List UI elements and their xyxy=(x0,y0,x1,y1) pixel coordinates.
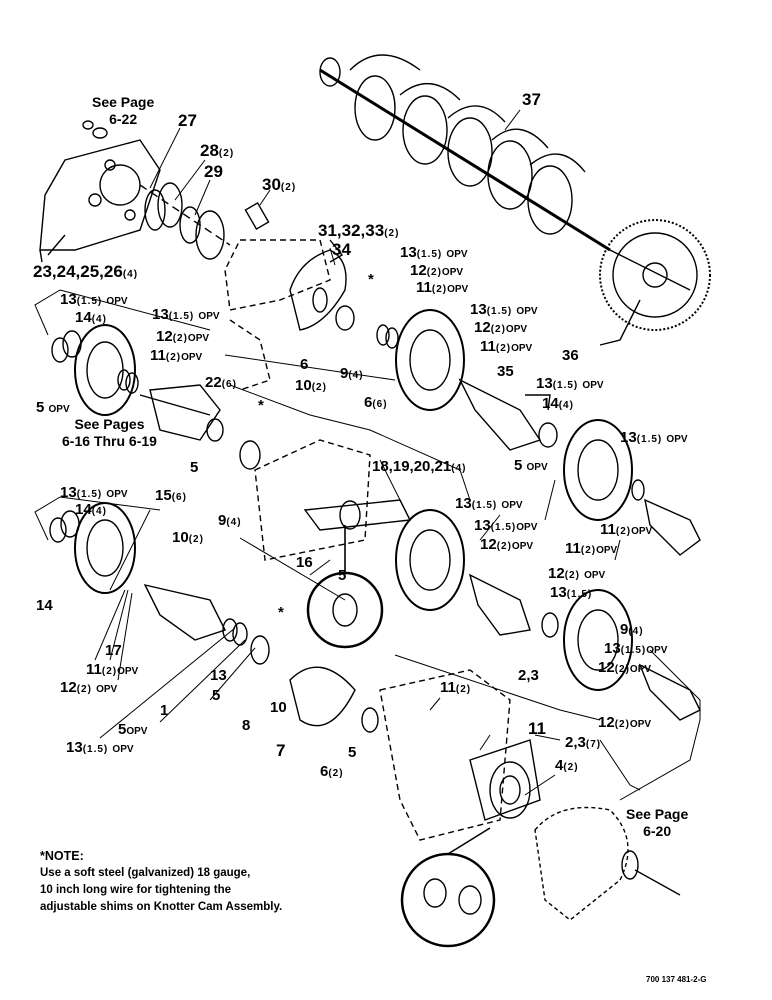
note-line: Use a soft steel (galvanized) 18 gauge, xyxy=(40,867,251,879)
part-label: 15(6) xyxy=(155,487,187,504)
part-label: 12(2)OPV xyxy=(474,319,528,336)
part-label: 36 xyxy=(562,347,579,364)
part-label: 13(1.5) xyxy=(550,584,593,601)
part-label: 7 xyxy=(276,741,286,760)
part-label: 5 xyxy=(212,687,221,704)
left-housing xyxy=(39,120,231,263)
part-label: 13(1.5) OPV xyxy=(455,495,523,512)
part-label: 11 xyxy=(528,719,546,738)
part-label: 10(2) xyxy=(295,377,327,394)
part-label: 9(4) xyxy=(218,512,242,529)
part-label: 11(2)OPV xyxy=(480,338,533,355)
part-label: 27 xyxy=(178,111,197,130)
part-label: 11(2) xyxy=(440,679,472,696)
part-label: 13(1.5) OPV xyxy=(470,301,538,318)
part-label: 5 OPV xyxy=(36,399,70,416)
part-label: 14(4) xyxy=(75,501,107,518)
part-label: 11(2)OPV xyxy=(86,661,139,678)
part-label: 12(2)OPV xyxy=(598,714,652,731)
part-label: 17 xyxy=(105,642,122,659)
part-label: 9(4) xyxy=(620,621,644,638)
part-label: 9(4) xyxy=(340,365,364,382)
leader-lines xyxy=(34,109,701,801)
cam-assembly-upper-left xyxy=(51,324,261,470)
part-label: 10(2) xyxy=(172,529,204,546)
note-line: adjustable shims on Knotter Cam Assembly… xyxy=(40,901,283,913)
part-label: 6(2) xyxy=(320,763,344,780)
part-label: 35 xyxy=(497,363,514,380)
see-page-6-20: See Page 6-20 xyxy=(626,806,689,839)
note-heading: NOTE: xyxy=(44,849,84,863)
part-label: 6 xyxy=(300,356,309,373)
part-label: 30(2) xyxy=(262,175,297,194)
knotter-shaft-assembly xyxy=(319,54,711,346)
part-label: 4(2) xyxy=(555,757,579,774)
part-label: 12(2) OPV xyxy=(60,679,118,696)
part-label: 13(1.5) OPV xyxy=(152,306,220,323)
part-label: 13(1.5) OPV xyxy=(620,429,688,446)
cam-assembly-lower-middle xyxy=(395,509,559,638)
part-label: 1 xyxy=(160,702,169,719)
part-label: 8 xyxy=(242,717,251,734)
part-label: 29 xyxy=(204,162,223,181)
part-label: 37 xyxy=(522,90,541,109)
part-label: 5 xyxy=(348,744,357,761)
part-label: 13(1.5) OPV xyxy=(60,291,128,308)
part-label: 14 xyxy=(36,597,53,614)
part-label: 12(2)OPV xyxy=(410,262,464,279)
part-label: 11(2)OPV xyxy=(565,540,618,557)
part-label: 11(2)OPV xyxy=(150,347,203,364)
part-label: 23,24,25,26(4) xyxy=(33,262,139,281)
part-label: 5 xyxy=(338,567,347,584)
part-label: 16 xyxy=(296,554,313,571)
part-label: 11(2)OPV xyxy=(600,521,653,538)
part-label: 14(4) xyxy=(75,309,107,326)
part-label: 13 xyxy=(210,667,227,684)
part-label: 22(6) xyxy=(205,374,237,391)
part-label: 14(4) xyxy=(542,395,574,412)
cam-assembly-upper-middle xyxy=(335,305,551,451)
part-label: 12(2)OPV xyxy=(480,536,534,553)
part-label: 13(1.5)OPV xyxy=(604,640,668,657)
cam-assembly-right-upper xyxy=(538,419,701,556)
lower-housing-and-bearing xyxy=(379,669,681,948)
cam-assembly-right-lower xyxy=(563,589,701,721)
part-label: 34 xyxy=(332,240,351,259)
wire-note: *NOTE: Use a soft steel (galvanized) 18 … xyxy=(40,848,282,916)
part-label: 12(2)OPV xyxy=(598,659,652,676)
asterisk-marker: * xyxy=(368,271,374,288)
part-label: 5 xyxy=(190,459,199,476)
asterisk-marker: * xyxy=(258,397,264,414)
see-page-6-22: See Page 6-22 xyxy=(92,94,155,127)
part-label: 2,3 xyxy=(518,667,539,684)
note-asterisk: * xyxy=(40,849,45,863)
part-label: 10 xyxy=(270,699,287,716)
part-label: 13(1.5)OPV xyxy=(474,517,538,534)
part-label: 28(2) xyxy=(200,141,235,160)
part-label: 12(2) OPV xyxy=(548,565,606,582)
drawing-code: 700 137 481-2-G xyxy=(646,975,707,984)
part-label: 5 OPV xyxy=(514,457,548,474)
part-label: 5OPV xyxy=(118,721,148,738)
part-label: 11(2)OPV xyxy=(416,279,469,296)
part-label: 6(6) xyxy=(364,394,388,411)
part-label: 18,19,20,21(4) xyxy=(372,458,467,475)
part-label: 12(2)OPV xyxy=(156,328,210,345)
upper-shaft-parts xyxy=(144,182,347,391)
part-label: 13(1.5) OPV xyxy=(400,244,468,261)
part-label: 13(1.5) OPV xyxy=(66,739,134,756)
note-line: 10 inch long wire for tightening the xyxy=(40,884,232,896)
part-label: 31,32,33(2) xyxy=(318,221,400,240)
see-pages-6-16-thru-6-19: See Pages 6-16 Thru 6-19 xyxy=(62,416,157,449)
asterisk-marker: * xyxy=(278,604,284,621)
part-label: 1213(1.5) OPV xyxy=(60,484,128,501)
part-label: 2,3(7) xyxy=(565,734,602,751)
part-label: 13(1.5) OPV xyxy=(536,375,604,392)
